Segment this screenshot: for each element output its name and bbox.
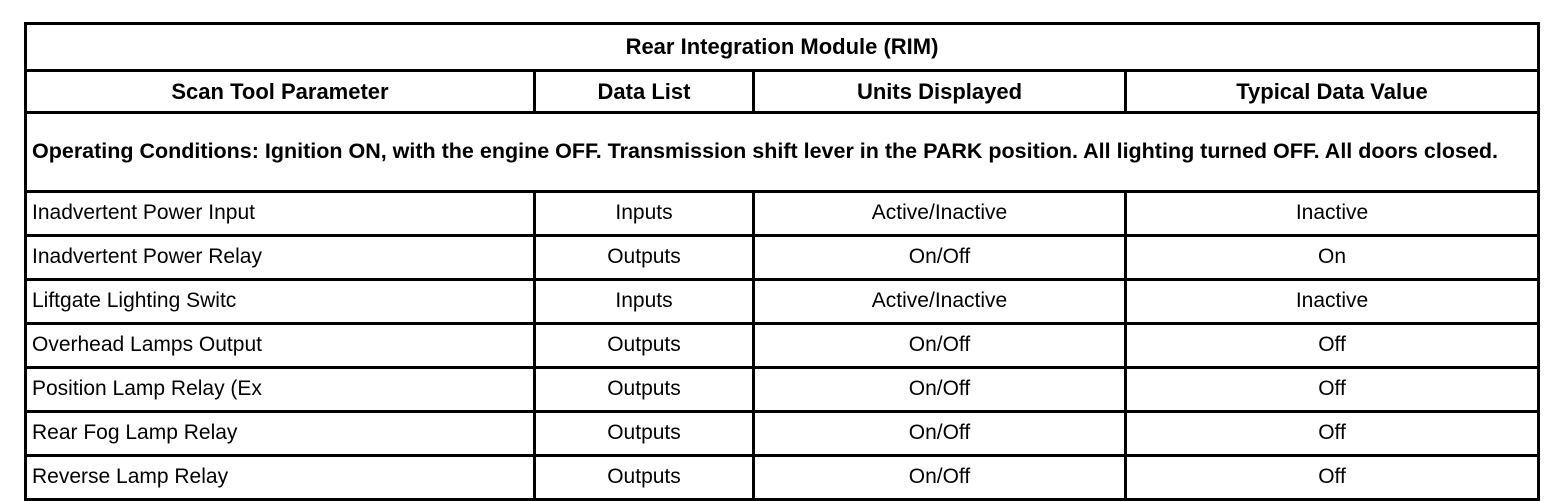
column-header-scan-tool-parameter: Scan Tool Parameter — [24, 69, 536, 114]
table-row: Rear Fog Lamp Relay Outputs On/Off Off — [24, 410, 1541, 457]
cell-units-displayed: On/Off — [752, 410, 1127, 457]
cell-data-list: Outputs — [533, 366, 755, 413]
cell-typical-data-value: Inactive — [1123, 190, 1541, 237]
cell-data-list: Outputs — [533, 322, 755, 369]
cell-parameter: Inadvertent Power Relay — [24, 234, 536, 281]
cell-typical-data-value: Inactive — [1123, 278, 1541, 325]
table-row: Liftgate Lighting Switc Inputs Active/In… — [24, 278, 1541, 325]
table-row: Reverse Lamp Relay Outputs On/Off Off — [24, 454, 1541, 501]
cell-data-list: Inputs — [533, 278, 755, 325]
cell-typical-data-value: Off — [1123, 366, 1541, 413]
column-header-typical-data-value: Typical Data Value — [1123, 69, 1541, 114]
table-header-row: Scan Tool Parameter Data List Units Disp… — [24, 69, 1541, 114]
table-title: Rear Integration Module (RIM) — [23, 22, 1541, 72]
cell-parameter: Liftgate Lighting Switc — [24, 278, 536, 325]
cell-parameter: Overhead Lamps Output — [24, 322, 536, 369]
table-row: Position Lamp Relay (Ex Outputs On/Off O… — [24, 366, 1541, 413]
table-title-row: Rear Integration Module (RIM) — [23, 22, 1541, 72]
cell-typical-data-value: On — [1123, 234, 1541, 281]
table-row: Overhead Lamps Output Outputs On/Off Off — [24, 322, 1541, 369]
cell-units-displayed: On/Off — [752, 234, 1127, 281]
document-page: Rear Integration Module (RIM) Scan Tool … — [23, 22, 1541, 501]
cell-data-list: Outputs — [533, 410, 755, 457]
cell-typical-data-value: Off — [1123, 410, 1541, 457]
column-header-data-list: Data List — [533, 69, 755, 114]
cell-units-displayed: On/Off — [752, 366, 1127, 413]
scan-tool-parameter-table: Rear Integration Module (RIM) Scan Tool … — [23, 22, 1541, 501]
column-header-units-displayed: Units Displayed — [752, 69, 1127, 114]
operating-conditions-row: Operating Conditions: Ignition ON, with … — [23, 111, 1541, 193]
cell-parameter: Reverse Lamp Relay — [24, 454, 536, 501]
cell-parameter: Inadvertent Power Input — [24, 190, 536, 237]
cell-data-list: Outputs — [533, 234, 755, 281]
cell-units-displayed: Active/Inactive — [752, 278, 1127, 325]
table-row: Inadvertent Power Relay Outputs On/Off O… — [24, 234, 1541, 281]
cell-parameter: Rear Fog Lamp Relay — [24, 410, 536, 457]
cell-data-list: Outputs — [533, 454, 755, 501]
cell-units-displayed: On/Off — [752, 322, 1127, 369]
cell-units-displayed: On/Off — [752, 454, 1127, 501]
cell-parameter: Position Lamp Relay (Ex — [24, 366, 536, 413]
cell-data-list: Inputs — [533, 190, 755, 237]
cell-typical-data-value: Off — [1123, 454, 1541, 501]
table-row: Inadvertent Power Input Inputs Active/In… — [24, 190, 1541, 237]
cell-units-displayed: Active/Inactive — [752, 190, 1127, 237]
cell-typical-data-value: Off — [1123, 322, 1541, 369]
operating-conditions-text: Operating Conditions: Ignition ON, with … — [23, 111, 1541, 193]
